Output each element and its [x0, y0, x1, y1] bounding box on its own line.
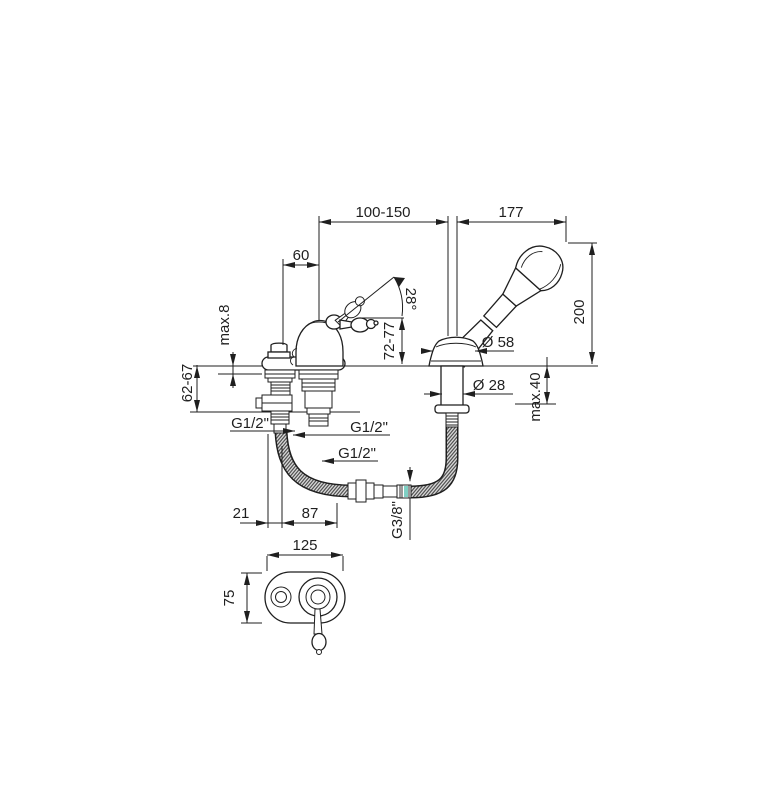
mixer-body [290, 296, 379, 367]
dim-21-label: 21 [233, 505, 250, 522]
lever-closed-position [339, 317, 379, 333]
dimension-arrows [194, 219, 595, 623]
hose-coupling [347, 479, 412, 503]
thread-g12-outlet-label: G1/2" [338, 445, 376, 462]
dim-span-head-label: 177 [498, 204, 523, 221]
flexible-hose-right [409, 426, 459, 499]
dim-72-77-label: 72-77 [381, 322, 398, 360]
mixer-dome [295, 319, 344, 367]
dim-max40-label: max.40 [527, 372, 544, 421]
dim-dia58-label: Ø 58 [482, 334, 515, 351]
thread-g12-center-label: G1/2" [350, 419, 388, 436]
mixer-hole-inner [310, 589, 326, 605]
dim-200-label: 200 [571, 299, 588, 324]
diverter-hole-inner [275, 591, 287, 603]
shower-holder [428, 336, 484, 428]
dim-125-label: 125 [292, 537, 317, 554]
coupling-seal-accent [404, 486, 408, 497]
thread-g38-label: G3/8" [389, 501, 406, 539]
flexible-hose-left [274, 431, 353, 498]
dim-75-label: 75 [221, 590, 238, 607]
bottom-view [264, 571, 346, 655]
hand-shower [446, 245, 564, 368]
dim-87-label: 87 [302, 505, 319, 522]
front-view [255, 245, 564, 503]
dim-span-hose-label: 100-150 [355, 204, 410, 221]
extension-lines [218, 216, 597, 624]
thread-g12-left-label: G1/2" [231, 415, 269, 432]
lever-plan [311, 608, 327, 655]
dim-angle-label: 28° [402, 288, 419, 311]
dim-62-67-label: 62-67 [179, 364, 196, 402]
mixer-shank [298, 369, 339, 427]
left-valve [255, 342, 296, 434]
dim-max8-label: max.8 [216, 305, 233, 346]
dim-60-label: 60 [293, 247, 310, 264]
dim-dia28-label: Ø 28 [473, 377, 506, 394]
dimensions: 100-150 177 60 200 28° 72-77 max.8 62-67… [179, 204, 597, 624]
